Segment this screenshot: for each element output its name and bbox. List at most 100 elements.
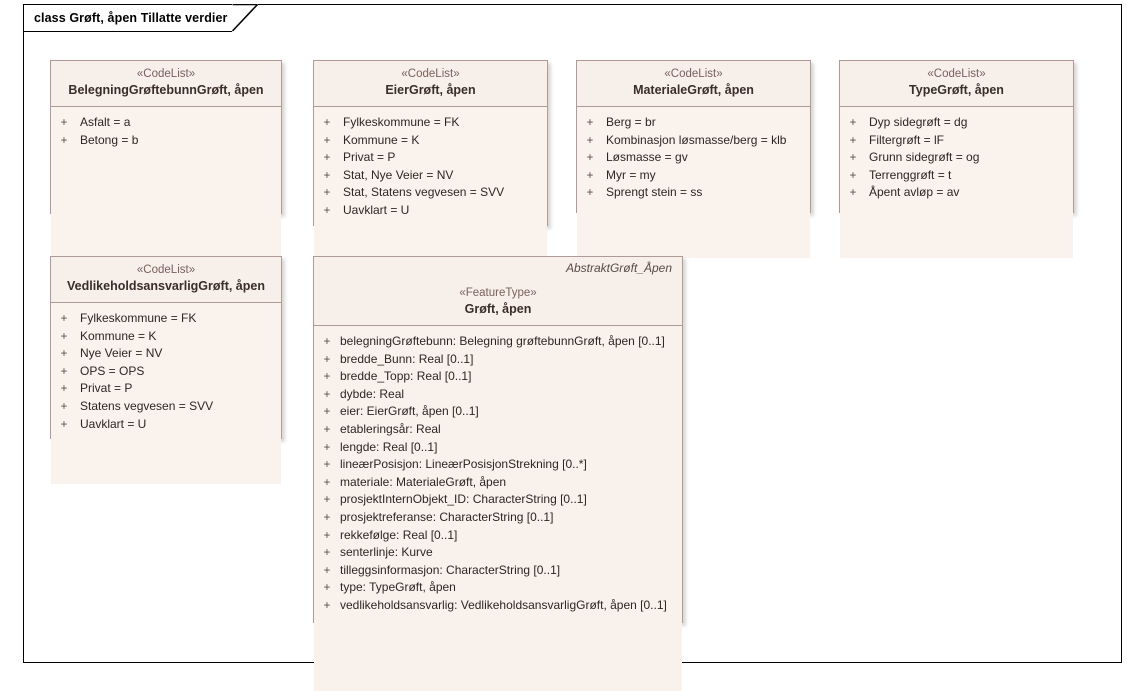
attribute-visibility: +: [323, 134, 331, 147]
attribute-row[interactable]: + bredde_Bunn: Real [0..1]: [314, 351, 678, 369]
class-box-typegroft-apen[interactable]: «CodeList» TypeGrøft, åpen + Dyp sidegrø…: [839, 60, 1074, 258]
class-attributes: + Asfalt = a + Betong = b: [51, 107, 281, 259]
attribute-label: Asfalt = a: [80, 115, 131, 129]
attribute-visibility: +: [60, 117, 68, 129]
class-box-materialegroft-apen[interactable]: «CodeList» MaterialeGrøft, åpen + Berg =…: [576, 60, 811, 258]
diagram-title-tab-body: class Grøft, åpen Tillatte verdier: [23, 4, 232, 32]
attribute-label: rekkefølge: Real [0..1]: [340, 527, 458, 542]
attribute-row[interactable]: + Privat = P: [51, 380, 277, 398]
attribute-row[interactable]: + bredde_Topp: Real [0..1]: [314, 368, 678, 386]
attribute-row[interactable]: + vedlikeholdsansvarlig: Vedlikeholdsans…: [314, 597, 678, 615]
attribute-row[interactable]: + prosjektreferanse: CharacterString [0.…: [314, 509, 678, 527]
attribute-row[interactable]: + Sprengt stein = ss: [577, 184, 806, 202]
attribute-visibility: +: [323, 564, 331, 577]
attribute-visibility: +: [323, 423, 331, 436]
attribute-row[interactable]: + prosjektInternObjekt_ID: CharacterStri…: [314, 491, 678, 509]
attribute-row[interactable]: + eier: EierGrøft, åpen [0..1]: [314, 403, 678, 421]
attribute-label: Kommune = K: [80, 328, 157, 343]
attribute-row[interactable]: + Berg = br: [577, 114, 806, 132]
attribute-row[interactable]: + Fylkeskommune = FK: [314, 114, 543, 132]
attribute-row[interactable]: + dybde: Real: [314, 386, 678, 404]
attribute-label: Terrenggrøft = t: [869, 167, 952, 182]
attribute-row[interactable]: + Myr = my: [577, 167, 806, 185]
attribute-row[interactable]: + Grunn sidegrøft = og: [840, 149, 1069, 167]
class-header: «CodeList» EierGrøft, åpen: [314, 61, 547, 107]
attribute-row[interactable]: + Filtergrøft = lF: [840, 132, 1069, 150]
attribute-label: lengde: Real [0..1]: [340, 439, 438, 454]
class-box-belegninggroftebunngroft-apen[interactable]: «CodeList» BelegningGrøftebunnGrøft, åpe…: [50, 60, 282, 259]
attribute-row[interactable]: + senterlinje: Kurve: [314, 544, 678, 562]
attribute-row[interactable]: + Stat, Statens vegvesen = SVV: [314, 184, 543, 202]
attribute-visibility: +: [849, 187, 857, 200]
attribute-row[interactable]: + Uavklart = U: [51, 416, 277, 434]
class-header: «CodeList» MaterialeGrøft, åpen: [577, 61, 810, 107]
attribute-visibility: +: [849, 169, 857, 182]
attribute-visibility: +: [60, 383, 68, 396]
attribute-label: Myr = my: [606, 167, 656, 182]
attribute-row[interactable]: + belegningGrøftebunn: Belegning grøfteb…: [314, 333, 678, 351]
attribute-label: prosjektInternObjekt_ID: CharacterString…: [340, 492, 587, 507]
attribute-visibility: +: [60, 313, 68, 325]
attribute-label: Fylkeskommune = FK: [343, 115, 460, 129]
attribute-label: Åpent avløp = av: [869, 185, 960, 200]
class-stereotype: «CodeList»: [401, 68, 460, 80]
attribute-row[interactable]: + lengde: Real [0..1]: [314, 439, 678, 457]
attribute-row[interactable]: + type: TypeGrøft, åpen: [314, 579, 678, 597]
attribute-row[interactable]: + Kombinasjon løsmasse/berg = klb: [577, 132, 806, 150]
attribute-row[interactable]: + Stat, Nye Veier = NV: [314, 167, 543, 185]
attribute-label: Betong = b: [80, 132, 139, 147]
class-attributes: + Berg = br + Kombinasjon løsmasse/berg …: [577, 107, 810, 258]
attribute-row[interactable]: + Asfalt = a: [51, 114, 277, 132]
attribute-visibility: +: [323, 599, 331, 612]
class-box-groft-apen[interactable]: AbstraktGrøft_Åpen «FeatureType» Grøft, …: [313, 256, 683, 691]
attribute-visibility: +: [60, 418, 68, 431]
attribute-visibility: +: [849, 134, 857, 147]
attribute-label: Privat = P: [343, 150, 396, 165]
attribute-row[interactable]: + Fylkeskommune = FK: [51, 310, 277, 328]
attribute-row[interactable]: + Betong = b: [51, 132, 277, 150]
attribute-visibility: +: [60, 400, 68, 413]
class-header: AbstraktGrøft_Åpen «FeatureType» Grøft, …: [314, 257, 682, 326]
attribute-visibility: +: [323, 152, 331, 165]
class-stereotype: «CodeList»: [927, 68, 986, 80]
attribute-visibility: +: [60, 348, 68, 361]
attribute-visibility: +: [323, 388, 331, 401]
attribute-visibility: +: [323, 406, 331, 419]
class-header: «CodeList» TypeGrøft, åpen: [840, 61, 1073, 107]
class-header: «CodeList» VedlikeholdsansvarligGrøft, å…: [51, 257, 281, 303]
class-box-eiergroft-apen[interactable]: «CodeList» EierGrøft, åpen + Fylkeskommu…: [313, 60, 548, 271]
attribute-label: Fylkeskommune = FK: [80, 311, 197, 325]
attribute-visibility: +: [323, 169, 331, 182]
attribute-row[interactable]: + materiale: MaterialeGrøft, åpen: [314, 474, 678, 492]
attribute-row[interactable]: + Dyp sidegrøft = dg: [840, 114, 1069, 132]
attribute-row[interactable]: + tilleggsinformasjon: CharacterString […: [314, 562, 678, 580]
attribute-row[interactable]: + Privat = P: [314, 149, 543, 167]
attribute-row[interactable]: + Kommune = K: [314, 132, 543, 150]
attribute-row[interactable]: + rekkefølge: Real [0..1]: [314, 527, 678, 545]
class-stereotype: «CodeList»: [136, 264, 196, 276]
class-attributes: + Fylkeskommune = FK + Kommune = K + Nye…: [51, 303, 281, 484]
attribute-row[interactable]: + etableringsår: Real: [314, 421, 678, 439]
attribute-label: Statens vegvesen = SVV: [80, 398, 214, 413]
attribute-row[interactable]: + OPS = OPS: [51, 363, 277, 381]
attribute-row[interactable]: + Løsmasse = gv: [577, 149, 806, 167]
attribute-label: eier: EierGrøft, åpen [0..1]: [340, 404, 479, 419]
class-name: VedlikeholdsansvarligGrøft, åpen: [67, 279, 265, 293]
attribute-label: Dyp sidegrøft = dg: [869, 115, 968, 129]
attribute-label: Stat, Statens vegvesen = SVV: [343, 185, 505, 200]
attribute-row[interactable]: + Åpent avløp = av: [840, 184, 1069, 202]
attribute-label: Sprengt stein = ss: [606, 185, 703, 200]
attribute-row[interactable]: + Uavklart = U: [314, 202, 543, 220]
attribute-label: Grunn sidegrøft = og: [869, 150, 980, 165]
attribute-row[interactable]: + Nye Veier = NV: [51, 345, 277, 363]
attribute-visibility: +: [60, 134, 68, 147]
attribute-row[interactable]: + Statens vegvesen = SVV: [51, 398, 277, 416]
attribute-visibility: +: [323, 459, 331, 472]
class-box-vedlikeholdsansvarliggroft-apen[interactable]: «CodeList» VedlikeholdsansvarligGrøft, å…: [50, 256, 282, 484]
attribute-row[interactable]: + lineærPosisjon: LineærPosisjonStreknin…: [314, 456, 678, 474]
attribute-visibility: +: [323, 187, 331, 200]
attribute-row[interactable]: + Kommune = K: [51, 328, 277, 346]
attribute-row[interactable]: + Terrenggrøft = t: [840, 167, 1069, 185]
attribute-visibility: +: [323, 441, 331, 454]
attribute-visibility: +: [323, 117, 331, 129]
